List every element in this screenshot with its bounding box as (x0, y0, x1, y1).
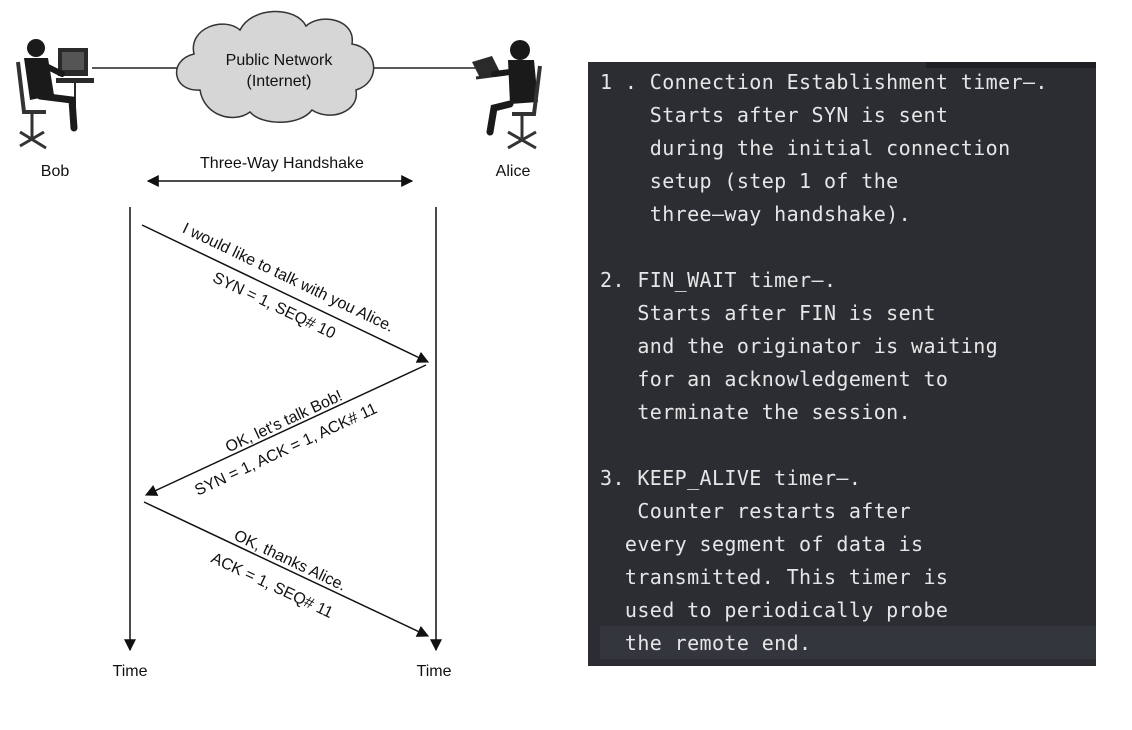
alice-laptop-icon (472, 40, 542, 150)
notes-line: and the originator is waiting (600, 334, 999, 358)
cloud-label-line1: Public Network (226, 52, 334, 69)
notes-line: transmitted. This timer is (600, 565, 949, 589)
bob-label: Bob (41, 163, 70, 180)
panel-tab (926, 62, 1096, 68)
notes-line: 2. FIN_WAIT timer—. (600, 268, 837, 292)
notes-line: the remote end. (600, 631, 812, 655)
notes-line: for an acknowledgement to (600, 367, 949, 391)
tcp-handshake-diagram: Public Network (Internet) Bob Alice Thre… (16, 10, 542, 680)
cloud-icon (176, 10, 375, 123)
notes-line: setup (step 1 of the (600, 169, 899, 193)
notes-line: 3. KEEP_ALIVE timer—. (600, 466, 862, 490)
syn-message-arrow (141, 224, 430, 363)
current-line-highlight (600, 626, 1096, 659)
time-label-alice: Time (417, 663, 452, 680)
notes-line: 1 . Connection Establishment timer—. (600, 70, 1048, 94)
timer-notes-panel: 1 . Connection Establishment timer—. Sta… (588, 62, 1096, 666)
notes-line: Starts after FIN is sent (600, 301, 936, 325)
notes-line: Starts after SYN is sent (600, 103, 949, 127)
timer-notes-text: 1 . Connection Establishment timer—. Sta… (588, 62, 1047, 655)
notes-line: Counter restarts after (600, 499, 912, 523)
cloud-label-line2: (Internet) (247, 73, 312, 90)
notes-line: used to periodically probe (600, 598, 949, 622)
ack-message-arrow (143, 501, 430, 637)
synack-message-arrow (144, 364, 427, 496)
time-label-bob: Time (113, 663, 148, 680)
notes-line: every segment of data is (600, 532, 924, 556)
bob-computer-icon (16, 39, 94, 150)
handshake-label: Three-Way Handshake (200, 155, 364, 172)
alice-label: Alice (496, 163, 531, 180)
notes-line: three—way handshake). (600, 202, 912, 226)
notes-line: during the initial connection (600, 136, 1011, 160)
notes-line: terminate the session. (600, 400, 912, 424)
